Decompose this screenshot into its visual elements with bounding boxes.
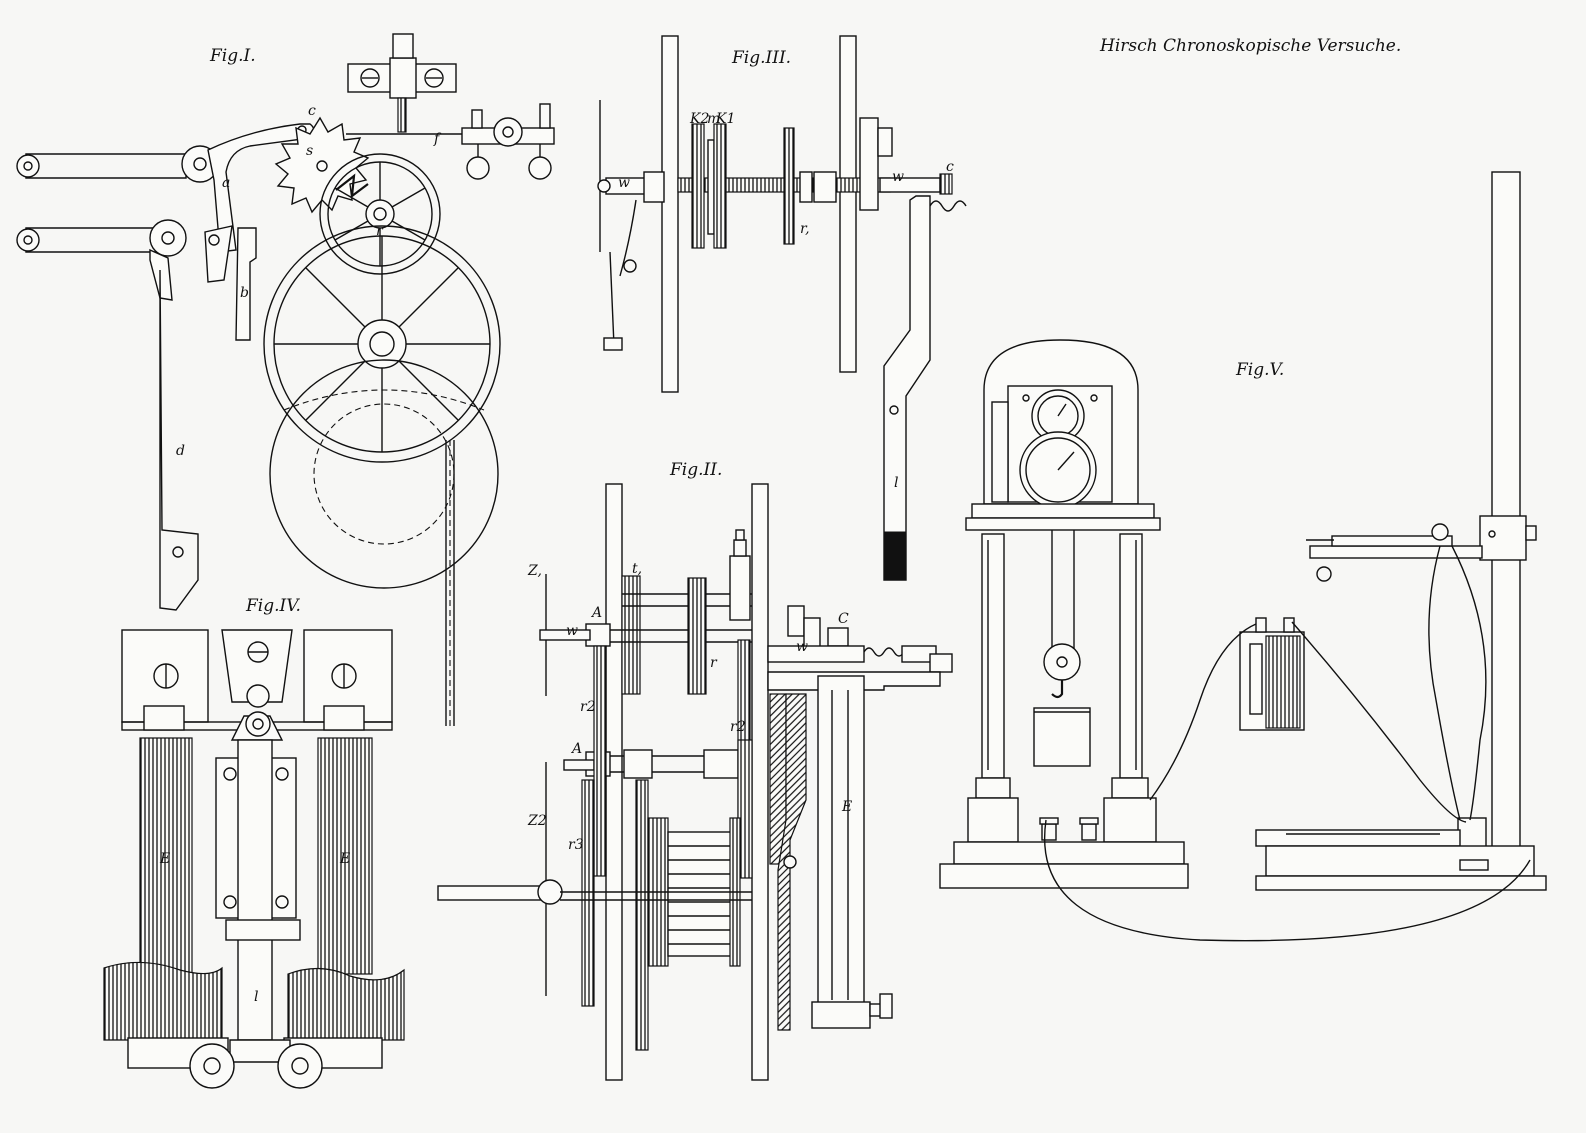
fig3-drawing — [597, 35, 967, 581]
fig1-large-wheel — [263, 225, 501, 463]
spring-icon — [929, 200, 967, 212]
fig5-wire — [1451, 545, 1487, 821]
fig2-label-t1: t, — [632, 561, 643, 577]
fig1-label-r: r — [376, 223, 383, 239]
fig5-drop-stand — [1255, 171, 1547, 891]
fig2-label-r2-right: r2 — [730, 719, 746, 735]
fig3-wheel-K1 — [713, 123, 727, 249]
electromagnet-coil-icon — [103, 705, 229, 1069]
fig2-left-plate — [605, 483, 623, 1081]
fig1-rod-d — [159, 269, 199, 611]
fig3-label-K1: K1 — [716, 111, 736, 127]
fig1-label-f: f — [434, 131, 440, 147]
fig2-title: Fig.II. — [670, 460, 723, 480]
fig4-label-E-left: E — [160, 851, 171, 867]
fig1-spring-b — [235, 227, 257, 341]
fig1-label-a: a — [222, 175, 231, 191]
fig2-label-w-left: w — [566, 623, 578, 639]
fig2-label-E: E — [842, 799, 853, 815]
fig2-label-Z2: Z2 — [528, 813, 547, 829]
fig5-drawing — [939, 171, 1547, 942]
fig1-label-c: c — [308, 103, 316, 119]
fig1-label-d: d — [176, 443, 185, 459]
fig3-label-w-right: w — [892, 169, 904, 185]
clock-dial-icon — [1031, 389, 1085, 443]
fig5-wire — [1149, 623, 1257, 801]
fig3-wheel-K2 — [691, 123, 705, 249]
fig2-right-plate — [751, 483, 769, 1081]
fig1-drum — [269, 359, 499, 589]
fig3-label-c: c — [946, 159, 954, 175]
fig3-label-m: m — [707, 111, 721, 127]
fig1-upper-lever — [16, 145, 219, 183]
fig3-label-l: l — [894, 475, 899, 491]
fig1-adjuster — [461, 103, 555, 180]
fig5-wire — [1291, 621, 1467, 823]
fig3-left-plate — [661, 35, 679, 393]
fig2-label-w-right: w — [796, 639, 808, 655]
fig4-label-E-right: E — [340, 851, 351, 867]
fig3-label-K2: K2 — [690, 111, 710, 127]
fig3-label-r: r, — [800, 221, 810, 237]
fig5-title: Fig.V. — [1236, 360, 1285, 380]
fig5-wire — [1428, 545, 1461, 821]
fig4-drawing — [103, 629, 405, 1089]
fig3-wheel-r — [783, 127, 795, 245]
plate-title: Hirsch Chronoskopische Versuche. — [1100, 36, 1402, 56]
fig2-coil-E — [817, 675, 865, 1013]
fig2-label-Z1: Z, — [528, 563, 542, 579]
fig5-chronoscope — [939, 339, 1189, 889]
fig2-drawing — [437, 483, 953, 1081]
fig1-top-clamp — [347, 33, 457, 133]
fig2-label-A-top: A — [592, 605, 603, 621]
fig5-wire — [1044, 819, 1531, 942]
fig2-label-r: r — [710, 655, 717, 671]
fig1-label-s: s — [306, 143, 314, 159]
spoked-wheel-icon — [319, 153, 441, 275]
binding-post-icon — [1079, 817, 1099, 841]
electromagnet-coil-icon — [283, 705, 405, 1069]
fig1-title: Fig.I. — [210, 46, 256, 66]
fig2-label-C: C — [838, 611, 849, 627]
battery-cell-icon — [1239, 617, 1305, 731]
fig2-label-r3: r3 — [568, 837, 584, 853]
fig1-lower-lever — [16, 219, 187, 301]
clock-dial-icon — [1019, 431, 1097, 509]
fig1-drawing — [16, 33, 555, 726]
fig3-right-plate — [839, 35, 857, 373]
fig3-label-w-left: w — [618, 175, 630, 191]
fig3-title: Fig.III. — [732, 48, 792, 68]
fig4-label-l: l — [254, 989, 259, 1005]
weight-icon — [1033, 707, 1091, 767]
fig2-pinion-r — [687, 577, 707, 695]
fig2-label-A-mid: A — [572, 741, 583, 757]
fig1-label-b: b — [240, 285, 249, 301]
fig4-title: Fig.IV. — [246, 596, 301, 616]
fig3-lever-l — [883, 195, 931, 581]
fig2-label-r2-left: r2 — [580, 699, 596, 715]
binding-post-icon — [1039, 817, 1059, 841]
